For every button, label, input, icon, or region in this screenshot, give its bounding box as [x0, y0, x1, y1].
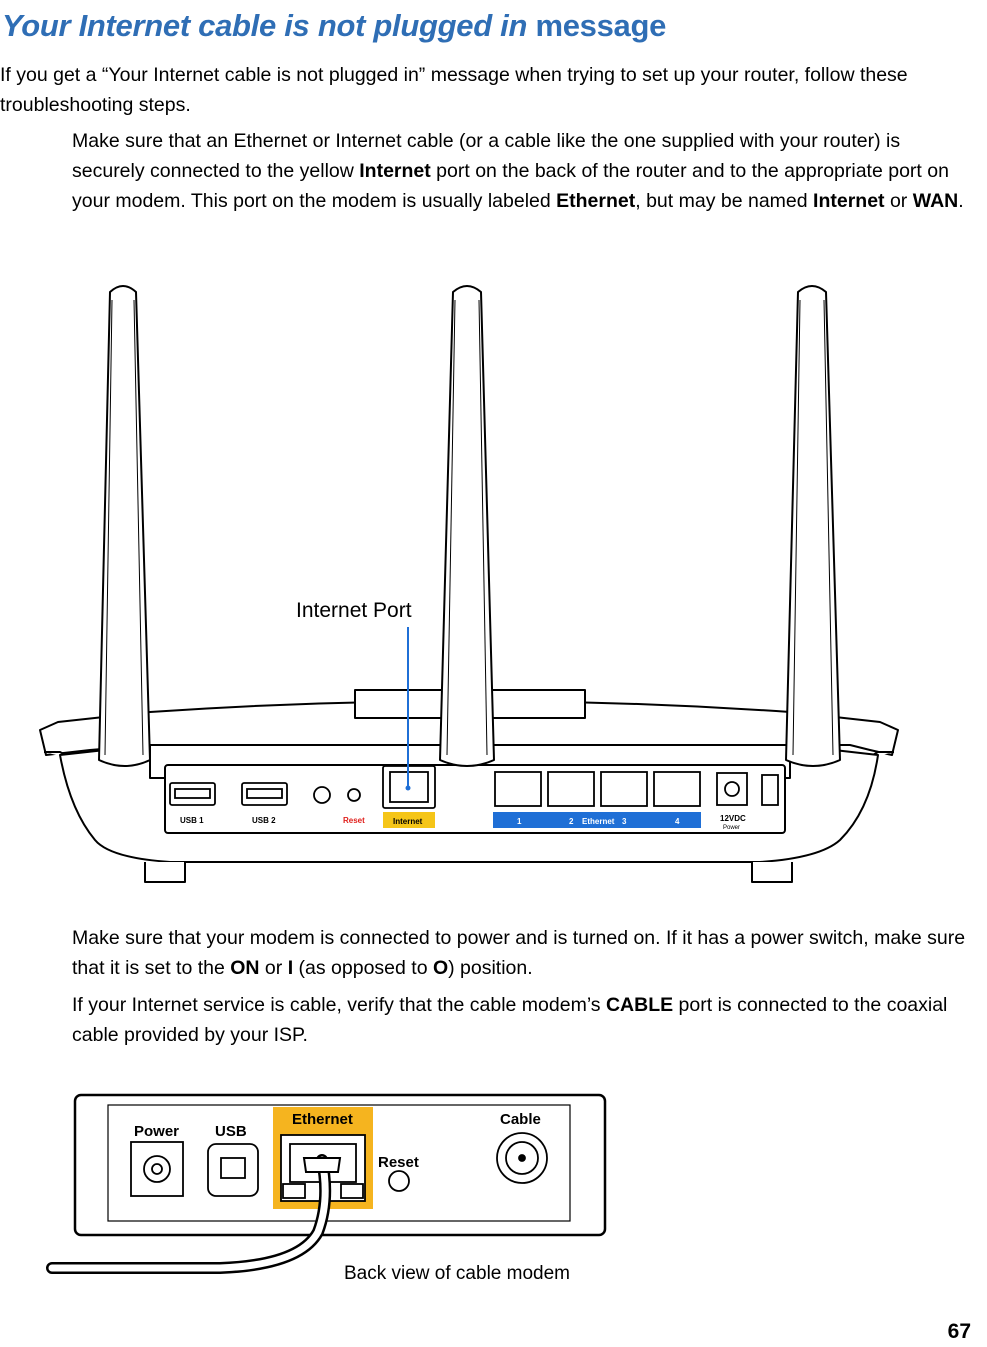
section-heading-italic: Your Internet cable is not plugged in [2, 8, 528, 43]
modem-label-reset: Reset [378, 1154, 419, 1171]
modem-label-cable: Cable [500, 1111, 541, 1128]
step-modem-power: Make sure that your modem is connected t… [72, 927, 966, 979]
port-label-12vdc: 12VDC [720, 814, 746, 823]
step-ethernet-cable: Make sure that an Ethernet or Internet c… [72, 130, 964, 212]
port-label-usb1: USB 1 [180, 816, 204, 825]
port-label-lan4: 4 [675, 817, 680, 826]
port-label-internet: Internet [393, 817, 423, 826]
port-label-lan2: 2 [569, 817, 574, 826]
modem-label-power: Power [134, 1123, 179, 1140]
port-label-lan3: 3 [622, 817, 627, 826]
cable-modem-illustration: Power USB Ethernet Reset Cable Back view… [46, 1093, 607, 1284]
port-label-lan1: 1 [517, 817, 522, 826]
port-label-usb2: USB 2 [252, 816, 276, 825]
page-number: 67 [947, 1320, 971, 1343]
ethernet-band [493, 812, 701, 828]
port-label-reset: Reset [343, 816, 365, 825]
section-heading: Your Internet cable is not plugged in me… [2, 8, 666, 44]
internet-port-callout: Internet Port [296, 599, 412, 622]
internet-band [383, 812, 435, 828]
modem-label-ethernet: Ethernet [292, 1111, 353, 1128]
port-label-ethernet: Ethernet [582, 817, 615, 826]
step-cable-port: If your Internet service is cable, verif… [72, 994, 948, 1046]
modem-label-usb: USB [215, 1123, 247, 1140]
modem-caption: Back view of cable modem [344, 1263, 570, 1284]
section-heading-plain: message [535, 8, 667, 43]
router-back-illustration: USB 1 USB 2 Reset Internet 1 2 Ethernet … [39, 285, 899, 883]
port-label-power: Power [723, 825, 740, 831]
intro-paragraph: If you get a “Your Internet cable is not… [0, 64, 908, 116]
